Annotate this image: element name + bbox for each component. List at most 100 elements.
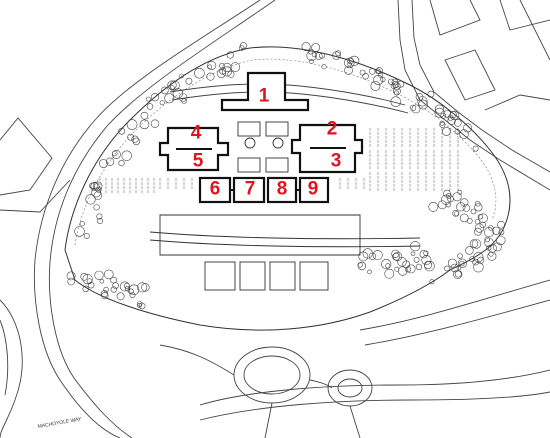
tree (219, 67, 227, 75)
tree (492, 226, 501, 235)
tree (206, 72, 215, 81)
tree (411, 104, 421, 114)
tree (437, 200, 447, 210)
tree (82, 285, 89, 292)
tree (164, 93, 175, 104)
tree (459, 129, 469, 139)
tree (138, 302, 146, 310)
tree (104, 269, 114, 280)
building-9-label[interactable]: 9 (308, 179, 319, 200)
tree (124, 286, 131, 292)
tree (308, 59, 314, 64)
tree (402, 260, 411, 269)
tree (83, 233, 90, 239)
tree (301, 42, 311, 52)
tree (103, 286, 109, 293)
tree (428, 201, 439, 212)
tree (444, 265, 450, 272)
tree (99, 159, 108, 168)
tree (465, 246, 474, 255)
tree (96, 218, 103, 225)
tree (434, 104, 444, 114)
tree (127, 133, 135, 141)
tree (415, 93, 424, 101)
tree (440, 112, 447, 119)
tree (447, 114, 454, 121)
tree (474, 227, 482, 236)
tree (457, 258, 468, 268)
tree (394, 90, 400, 96)
tree (185, 77, 193, 85)
tree (145, 96, 151, 102)
tree (321, 64, 327, 70)
tree (318, 52, 325, 59)
tree (460, 198, 469, 207)
tree (496, 235, 506, 246)
tree (372, 250, 383, 261)
tree (93, 191, 103, 200)
tree (392, 252, 400, 261)
building-1[interactable]: 1 (220, 71, 310, 112)
tree (463, 123, 473, 133)
tree (93, 204, 100, 211)
tree (454, 270, 462, 278)
building-3-label[interactable]: 3 (331, 151, 342, 172)
building-4-5[interactable] (158, 126, 230, 172)
tree (140, 111, 149, 120)
tree (479, 221, 486, 229)
building-2-label[interactable]: 2 (327, 119, 338, 140)
tree (442, 127, 451, 136)
tree (391, 249, 400, 258)
city-block-west (0, 117, 71, 213)
vegetation (66, 42, 506, 310)
building-8-9[interactable] (266, 176, 330, 204)
tree (367, 269, 372, 275)
tree (447, 116, 456, 125)
tree (417, 96, 428, 107)
tree (415, 263, 423, 271)
tree (368, 252, 377, 260)
tree (497, 220, 505, 229)
tree (159, 100, 165, 106)
tree (222, 62, 232, 73)
tree (397, 80, 405, 88)
tree (474, 203, 483, 212)
tree (391, 78, 399, 86)
tree (447, 258, 457, 268)
tree (128, 284, 140, 296)
building-8-label[interactable]: 8 (277, 179, 288, 200)
tree (453, 269, 463, 279)
building-6-label[interactable]: 6 (210, 179, 221, 200)
tree (141, 283, 150, 292)
tree (394, 266, 400, 272)
tree (311, 43, 321, 52)
tree (457, 189, 463, 195)
tree (498, 229, 505, 236)
tree (357, 261, 367, 271)
tree (307, 48, 314, 55)
tree (132, 137, 141, 146)
tree (227, 70, 235, 78)
tree (66, 271, 76, 281)
tree (359, 69, 366, 76)
tree (477, 214, 484, 220)
tree (385, 263, 391, 269)
tree (429, 279, 435, 285)
tree (112, 282, 119, 289)
building-4-label[interactable]: 4 (191, 123, 202, 144)
tree (384, 268, 395, 279)
tree (375, 68, 381, 74)
tree (410, 104, 417, 111)
tree (375, 67, 383, 75)
building-2-3[interactable] (290, 123, 364, 174)
building-7-label[interactable]: 7 (245, 179, 256, 200)
tree (101, 292, 109, 300)
building-5-label[interactable]: 5 (193, 151, 204, 172)
tree (410, 251, 416, 257)
tree (99, 278, 105, 284)
tree (74, 226, 85, 237)
tree (306, 50, 317, 61)
tree (477, 256, 485, 264)
building-6-7[interactable] (198, 176, 266, 204)
